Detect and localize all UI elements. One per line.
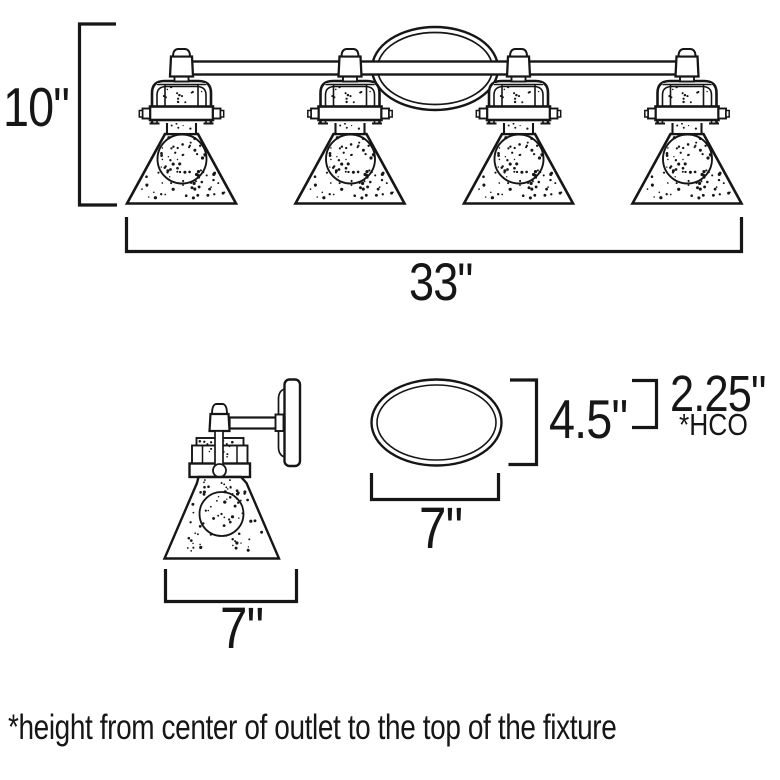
thumbscrew-left: [141, 107, 151, 120]
yoke-inner-line: [156, 85, 207, 123]
height-dimension-bracket: [77, 22, 117, 207]
hco-value-label: 2.25": [670, 365, 766, 422]
lamps: [124, 48, 744, 205]
finial: [340, 48, 360, 58]
bulb-side: [198, 491, 245, 537]
knob-block: [208, 412, 231, 433]
width-dimension-bracket: [124, 217, 744, 254]
backplate-oval-inner: [376, 384, 497, 461]
depth-dimension-bracket: [163, 569, 299, 604]
height-dimension-label: 10": [3, 76, 70, 138]
yoke-inner-line: [661, 85, 713, 123]
hco-abbrev-label: *HCO: [679, 407, 748, 442]
thumbscrew-left: [478, 107, 488, 120]
yoke-inner-line: [493, 85, 544, 123]
backplate-oval: [370, 378, 503, 467]
yoke-inner-line: [324, 85, 376, 123]
finial: [677, 48, 697, 58]
seeded-glass-dots: [338, 121, 361, 130]
lamp-4: [630, 48, 744, 205]
canopy-height-label: 4.5": [549, 388, 628, 450]
backplate-top-view: [369, 378, 659, 502]
lamp-2: [293, 48, 407, 205]
thumbscrew-right: [717, 107, 727, 120]
socket-cap: [337, 55, 363, 78]
clamp-band: [148, 105, 215, 122]
knob-dome: [211, 403, 228, 415]
screw: [212, 463, 227, 478]
thumbscrew-right: [212, 107, 222, 120]
seeded-glass-dots: [309, 136, 394, 200]
thumbscrew-right: [549, 107, 559, 120]
clamp-band: [654, 105, 720, 122]
single-light-side-view: [162, 378, 302, 604]
clamp-band: [485, 105, 552, 122]
canopy-width-bracket: [369, 473, 501, 502]
thumbscrew-left: [647, 107, 657, 120]
arm-collar: [274, 413, 285, 432]
socket-cap: [168, 55, 195, 78]
seeded-glass-dots: [675, 121, 698, 130]
finial: [508, 48, 529, 58]
seeded-glass-dots: [141, 136, 226, 200]
thumbscrew-left: [310, 107, 320, 120]
seeded-glass-dots: [499, 85, 540, 104]
finial: [171, 48, 192, 58]
cone-shade-side: [162, 475, 281, 560]
thumbscrew-right: [380, 107, 390, 120]
socket-cap: [505, 55, 532, 78]
lamp-1: [124, 48, 239, 205]
wall-plate: [283, 378, 302, 468]
crossbar: [179, 60, 690, 76]
front-view-drawing: [77, 22, 744, 254]
canopy-height-bracket: [508, 378, 539, 467]
hco-bracket: [632, 378, 659, 430]
lamp-3: [461, 48, 576, 205]
side-depth-label: 7": [220, 596, 264, 661]
footnote-text: *height from center of outlet to the top…: [8, 708, 617, 747]
canopy-width-label: 7": [419, 496, 463, 561]
seeded-glass-dots: [203, 479, 231, 490]
socket-cap: [674, 55, 700, 78]
clamp-band: [317, 105, 383, 122]
width-dimension-label: 33": [409, 253, 473, 312]
seeded-glass-dots: [507, 121, 529, 130]
